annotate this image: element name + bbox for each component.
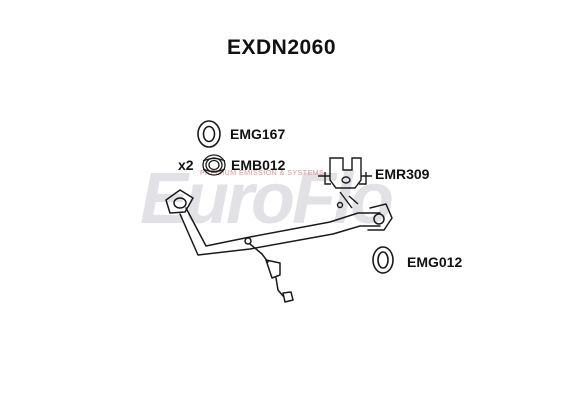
part-label-emr309: EMR309 <box>375 166 430 182</box>
part-number-title: EXDN2060 <box>226 36 337 59</box>
part-quantity-emb012: x2 <box>178 157 194 173</box>
front-pipe <box>165 189 393 303</box>
part-label-emg167: EMG167 <box>230 126 286 142</box>
watermark-tagline: PREMIUM EMISSION & SYSTEMS <box>200 170 325 177</box>
gasket-emg167-icon <box>197 120 221 148</box>
spring-emb012-icon <box>202 154 226 176</box>
gasket-emg012-icon <box>372 246 394 274</box>
part-label-emb012: EMB012 <box>231 157 286 173</box>
bracket-emr309-icon <box>318 157 372 209</box>
part-label-emg012: EMG012 <box>407 254 463 270</box>
